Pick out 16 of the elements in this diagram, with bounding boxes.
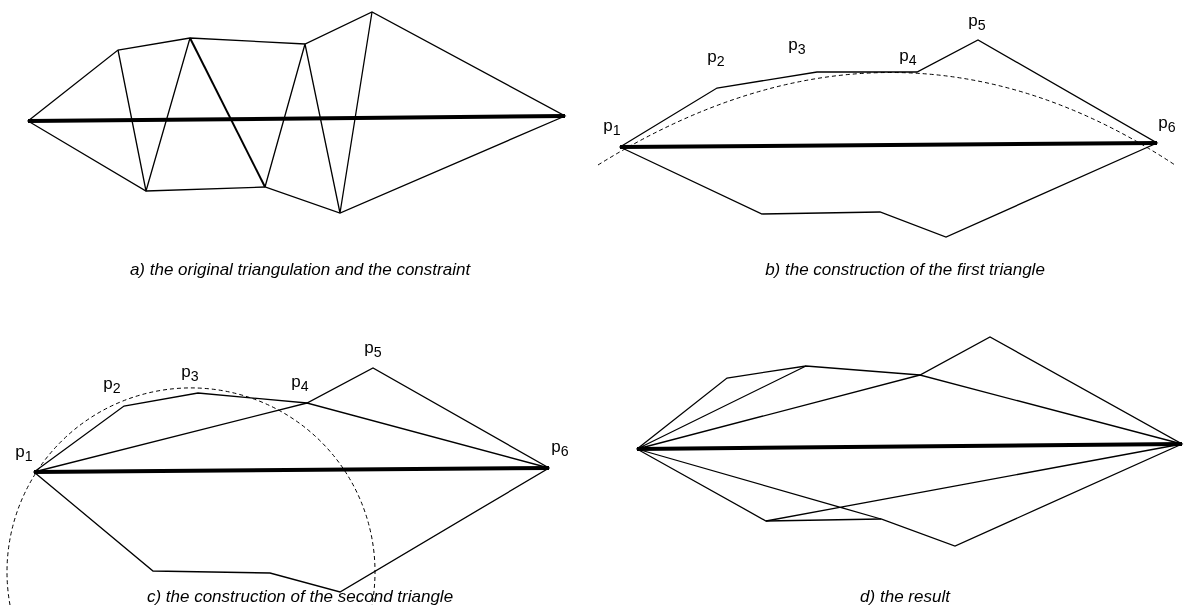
point-label: p$_{1}$ [15,441,33,465]
point-label: p$_{5}$ [364,337,382,361]
point-label: p$_{5}$ [968,10,986,34]
panel-caption: c) the construction of the second triangle [146,587,454,607]
point-label: p$_{6}$ [1158,112,1176,136]
point-label: p$_{3}$ [181,361,199,385]
panel-caption: b) the construction of the first triangle [765,260,1045,280]
point-label: p$_{4}$ [291,371,309,395]
point-label: p$_{2}$ [103,373,121,397]
panel-caption: d) the result [860,587,950,607]
point-label: p$_{3}$ [788,34,806,58]
point-label: p$_{6}$ [551,436,569,460]
panel-caption: a) the original triangulation and the constraint [129,260,471,280]
point-label: p$_{4}$ [899,45,917,69]
point-label: p$_{2}$ [707,46,725,70]
point-label: p$_{1}$ [603,115,621,139]
